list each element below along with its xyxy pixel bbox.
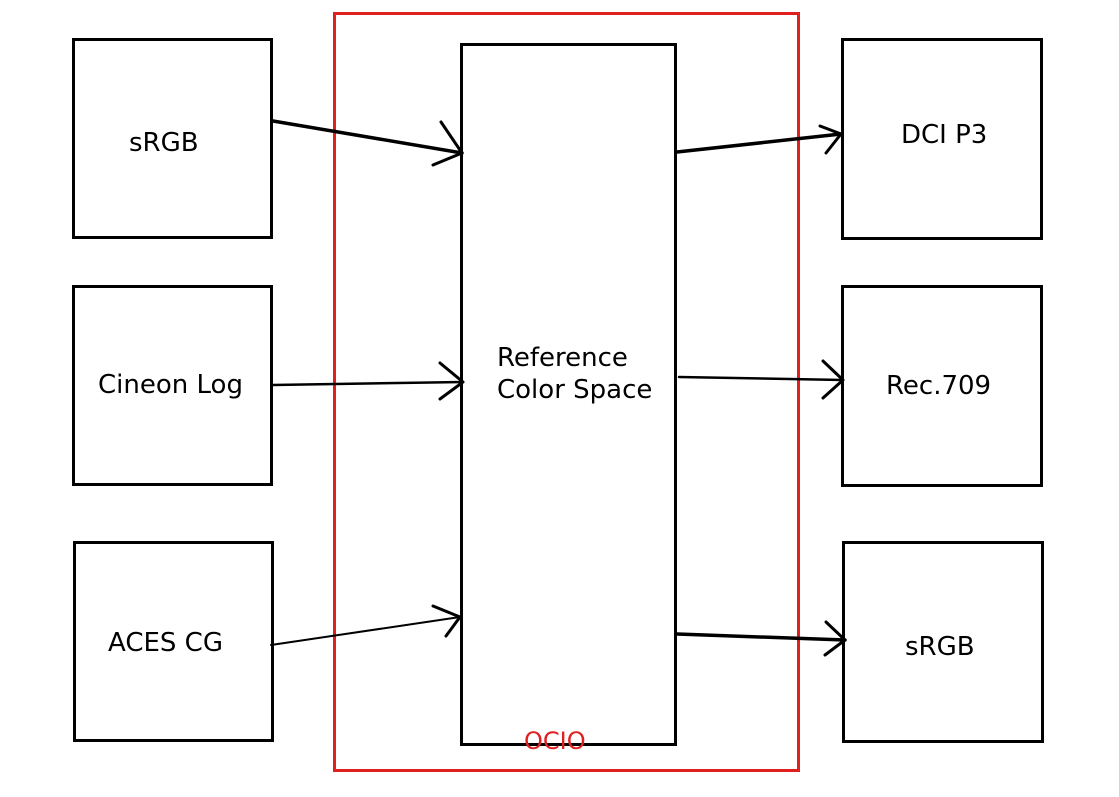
arrowhead-cineon <box>438 361 465 401</box>
output-box-dci-p3 <box>841 38 1043 240</box>
input-label-cineon-log: Cineon Log <box>98 370 243 400</box>
arrow-cineon-to-reference <box>271 380 465 387</box>
input-label-aces-cg: ACES CG <box>108 628 223 658</box>
arrowhead-aces <box>431 604 462 638</box>
input-box-srgb <box>72 38 273 239</box>
arrow-reference-to-dci-p3 <box>675 132 843 154</box>
input-box-aces-cg <box>73 541 274 742</box>
arrow-reference-to-srgb <box>675 632 847 642</box>
arrow-aces-to-reference <box>270 616 461 646</box>
arrowhead-dci-p3 <box>818 124 843 155</box>
output-box-srgb <box>842 541 1044 743</box>
ocio-label: OCIO <box>524 727 586 755</box>
ocio-container <box>333 12 800 772</box>
input-label-srgb: sRGB <box>129 128 199 158</box>
arrowhead-srgb-out <box>823 620 847 657</box>
reference-color-space-box <box>460 43 677 746</box>
arrowhead-srgb <box>431 120 464 167</box>
reference-label-line2: Color Space <box>497 375 653 405</box>
output-label-dci-p3: DCI P3 <box>901 120 988 150</box>
arrow-srgb-to-reference <box>271 119 464 155</box>
arrow-reference-to-rec709 <box>677 375 845 382</box>
reference-label-line1: Reference <box>497 343 628 373</box>
output-label-srgb: sRGB <box>905 632 975 662</box>
output-box-rec709 <box>841 285 1043 487</box>
arrowhead-rec709 <box>821 359 845 400</box>
input-box-cineon-log <box>72 285 273 486</box>
output-label-rec709: Rec.709 <box>886 371 992 401</box>
